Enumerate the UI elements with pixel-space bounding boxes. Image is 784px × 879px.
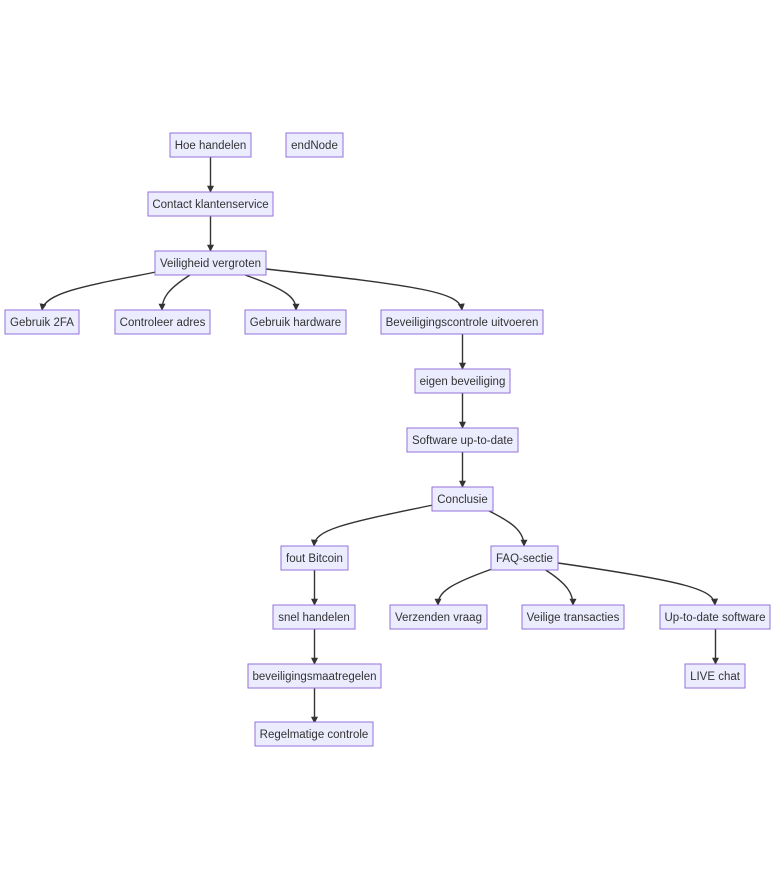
node-label: eigen beveiliging xyxy=(420,376,506,388)
node-label: Gebruik hardware xyxy=(250,317,341,329)
edge-veiligheid-vergroten-to-gebruik-2fa xyxy=(39,271,157,311)
node-label: Software up-to-date xyxy=(412,435,513,447)
node-beveiligingscontrole-uitvoeren[interactable]: Beveiligingscontrole uitvoeren xyxy=(380,309,544,335)
edge-faq-sectie-to-veilige-transacties xyxy=(543,568,577,606)
node-label: Hoe handelen xyxy=(175,140,247,152)
edge-faq-sectie-to-verzenden-vraag xyxy=(434,568,493,606)
node-software-up-to-date[interactable]: Software up-to-date xyxy=(406,427,519,453)
node-label: Up-to-date software xyxy=(665,612,766,624)
node-label: Beveiligingscontrole uitvoeren xyxy=(386,317,539,329)
node-label: Controleer adres xyxy=(120,317,206,329)
node-label: Gebruik 2FA xyxy=(10,317,74,329)
edge-veiligheid-vergroten-to-gebruik-hardware xyxy=(244,274,300,311)
node-endnode[interactable]: endNode xyxy=(285,132,344,158)
node-layer: Hoe handelen endNode Contact klantenserv… xyxy=(4,132,771,747)
node-label: Verzenden vraag xyxy=(395,612,482,624)
node-label: fout Bitcoin xyxy=(286,553,343,565)
node-label: Contact klantenservice xyxy=(152,199,268,211)
node-veilige-transacties[interactable]: Veilige transacties xyxy=(521,604,625,630)
node-controleer-adres[interactable]: Controleer adres xyxy=(114,309,211,335)
node-up-to-date-software[interactable]: Up-to-date software xyxy=(659,604,771,630)
node-live-chat[interactable]: LIVE chat xyxy=(684,663,746,689)
edge-conclusie-to-faq-sectie xyxy=(486,509,528,547)
node-label: endNode xyxy=(291,140,338,152)
edge-faq-sectie-to-up-to-date-software xyxy=(557,562,719,606)
node-label: beveiligingsmaatregelen xyxy=(252,671,376,683)
node-snel-handelen[interactable]: snel handelen xyxy=(272,604,356,630)
node-label: Regelmatige controle xyxy=(260,729,369,741)
node-veiligheid-vergroten[interactable]: Veiligheid vergroten xyxy=(154,250,267,276)
node-gebruik-hardware[interactable]: Gebruik hardware xyxy=(244,309,347,335)
edge-veiligheid-vergroten-to-controleer-adres xyxy=(158,274,191,311)
node-beveiligingsmaatregelen[interactable]: beveiligingsmaatregelen xyxy=(247,663,382,689)
node-label: snel handelen xyxy=(278,612,350,624)
node-verzenden-vraag[interactable]: Verzenden vraag xyxy=(389,604,488,630)
edge-layer xyxy=(39,157,719,724)
node-conclusie[interactable]: Conclusie xyxy=(431,486,494,512)
node-label: Conclusie xyxy=(437,494,488,506)
edge-conclusie-to-fout-bitcoin xyxy=(310,504,434,547)
node-faq-sectie[interactable]: FAQ-sectie xyxy=(490,545,559,571)
node-eigen-beveiliging[interactable]: eigen beveiliging xyxy=(414,368,511,394)
node-fout-bitcoin[interactable]: fout Bitcoin xyxy=(280,545,349,571)
edge-veiligheid-vergroten-to-beveiligingscontrole xyxy=(265,268,465,311)
node-gebruik-2fa[interactable]: Gebruik 2FA xyxy=(4,309,80,335)
node-label: FAQ-sectie xyxy=(496,553,553,565)
node-hoe-handelen[interactable]: Hoe handelen xyxy=(169,132,252,158)
node-regelmatige-controle[interactable]: Regelmatige controle xyxy=(254,721,374,747)
node-label: Veiligheid vergroten xyxy=(160,258,261,270)
node-label: LIVE chat xyxy=(690,671,741,683)
node-contact-klantenservice[interactable]: Contact klantenservice xyxy=(147,191,274,217)
node-label: Veilige transacties xyxy=(527,612,620,624)
